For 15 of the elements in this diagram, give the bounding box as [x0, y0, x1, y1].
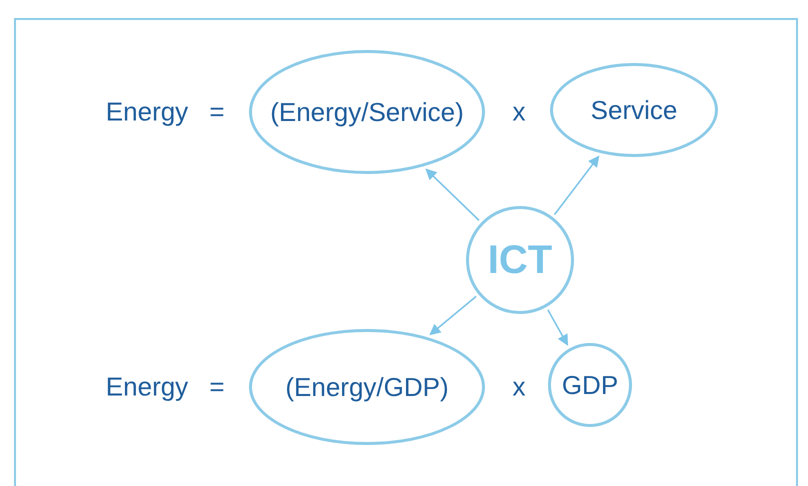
operator-sign: =	[209, 96, 225, 128]
arrow	[547, 309, 568, 346]
arrow	[554, 156, 600, 216]
node-label: (Energy/Service)	[270, 96, 464, 128]
equation-term: Energy	[106, 96, 188, 128]
node-label: ICT	[488, 238, 552, 282]
arrow	[429, 296, 477, 336]
operator-sign: x	[512, 372, 526, 402]
node-label: GDP	[562, 370, 618, 400]
equation-term: Energy	[106, 372, 188, 402]
arrow	[425, 168, 480, 221]
node-label: (Energy/GDP)	[285, 372, 449, 402]
operator-sign: =	[209, 372, 225, 402]
operator-sign: x	[512, 96, 526, 128]
node-label: Service	[590, 94, 678, 126]
